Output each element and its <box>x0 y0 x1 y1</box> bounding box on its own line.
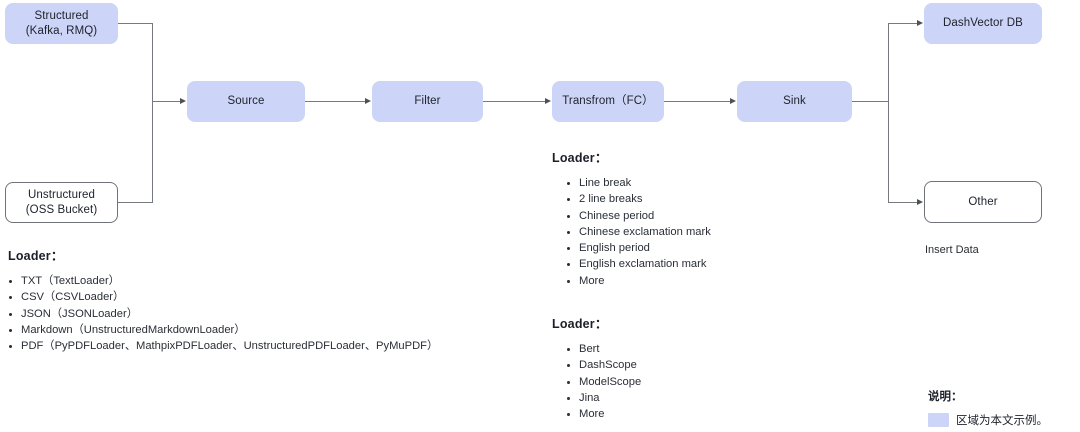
block-loader-input-title: Loader： <box>8 249 64 263</box>
node-source[interactable]: Source <box>187 81 305 122</box>
node-sink[interactable]: Sink <box>737 81 852 122</box>
arrowhead-dashvector <box>917 20 923 26</box>
connector-right-trunk <box>888 23 889 203</box>
connector-left-trunk <box>152 23 153 203</box>
node-structured[interactable]: Structured (Kafka, RMQ) <box>5 3 118 44</box>
list-item: TXT（TextLoader） <box>8 273 438 289</box>
list-item: ModelScope <box>566 374 641 390</box>
node-dashvector-db[interactable]: DashVector DB <box>924 3 1042 44</box>
block-loader-embedding-list: Bert DashScope ModelScope Jina More <box>566 341 641 422</box>
list-item: JSON（JSONLoader） <box>8 306 438 322</box>
block-loader-input: Loader： TXT（TextLoader） CSV（CSVLoader） J… <box>8 245 438 354</box>
node-filter[interactable]: Filter <box>372 81 483 122</box>
list-item: English exclamation mark <box>566 256 711 272</box>
list-item: Markdown（UnstructuredMarkdownLoader） <box>8 322 438 338</box>
legend-title: 说明： <box>928 391 963 403</box>
list-item: DashScope <box>566 357 641 373</box>
arrowhead-transform <box>545 98 551 104</box>
connector-structured-to-trunk <box>118 23 153 24</box>
caption-insert-data: Insert Data <box>925 244 979 256</box>
list-item: Chinese period <box>566 208 711 224</box>
node-transform[interactable]: Transfrom（FC） <box>552 81 664 122</box>
block-loader-embedding-title: Loader： <box>552 317 608 331</box>
list-item: More <box>566 273 711 289</box>
list-item: Chinese exclamation mark <box>566 224 711 240</box>
arrowhead-other <box>917 199 923 205</box>
connector-source-to-filter <box>305 101 365 102</box>
arrowhead-sink <box>730 98 736 104</box>
block-loader-split-list: Line break 2 line breaks Chinese period … <box>566 175 711 289</box>
connector-trunk-to-dashvector <box>888 23 917 24</box>
list-item: More <box>566 406 641 422</box>
block-loader-input-list: TXT（TextLoader） CSV（CSVLoader） JSON（JSON… <box>8 273 438 354</box>
arrowhead-source <box>180 98 186 104</box>
node-unstructured[interactable]: Unstructured (OSS Bucket) <box>5 182 118 223</box>
list-item: Jina <box>566 390 641 406</box>
list-item: CSV（CSVLoader） <box>8 289 438 305</box>
connector-sink-to-trunk <box>852 101 889 102</box>
connector-filter-to-transform <box>483 101 545 102</box>
arrowhead-filter <box>365 98 371 104</box>
block-loader-split: Loader： Line break 2 line breaks Chinese… <box>552 147 711 289</box>
list-item: Bert <box>566 341 641 357</box>
connector-unstructured-to-trunk <box>118 202 153 203</box>
list-item: English period <box>566 240 711 256</box>
legend-color-swatch <box>928 413 949 427</box>
list-item: Line break <box>566 175 711 191</box>
legend: 说明： 区域为本文示例。 <box>928 388 1048 428</box>
block-loader-embedding: Loader： Bert DashScope ModelScope Jina M… <box>552 313 641 422</box>
list-item: 2 line breaks <box>566 191 711 207</box>
connector-trunk-to-other <box>888 202 917 203</box>
legend-label: 区域为本文示例。 <box>956 415 1048 427</box>
connector-trunk-to-source <box>152 101 181 102</box>
node-other[interactable]: Other <box>924 181 1042 223</box>
connector-transform-to-sink <box>664 101 730 102</box>
block-loader-split-title: Loader： <box>552 151 608 165</box>
list-item: PDF（PyPDFLoader、MathpixPDFLoader、Unstruc… <box>8 338 438 354</box>
legend-row: 区域为本文示例。 <box>928 412 1048 428</box>
